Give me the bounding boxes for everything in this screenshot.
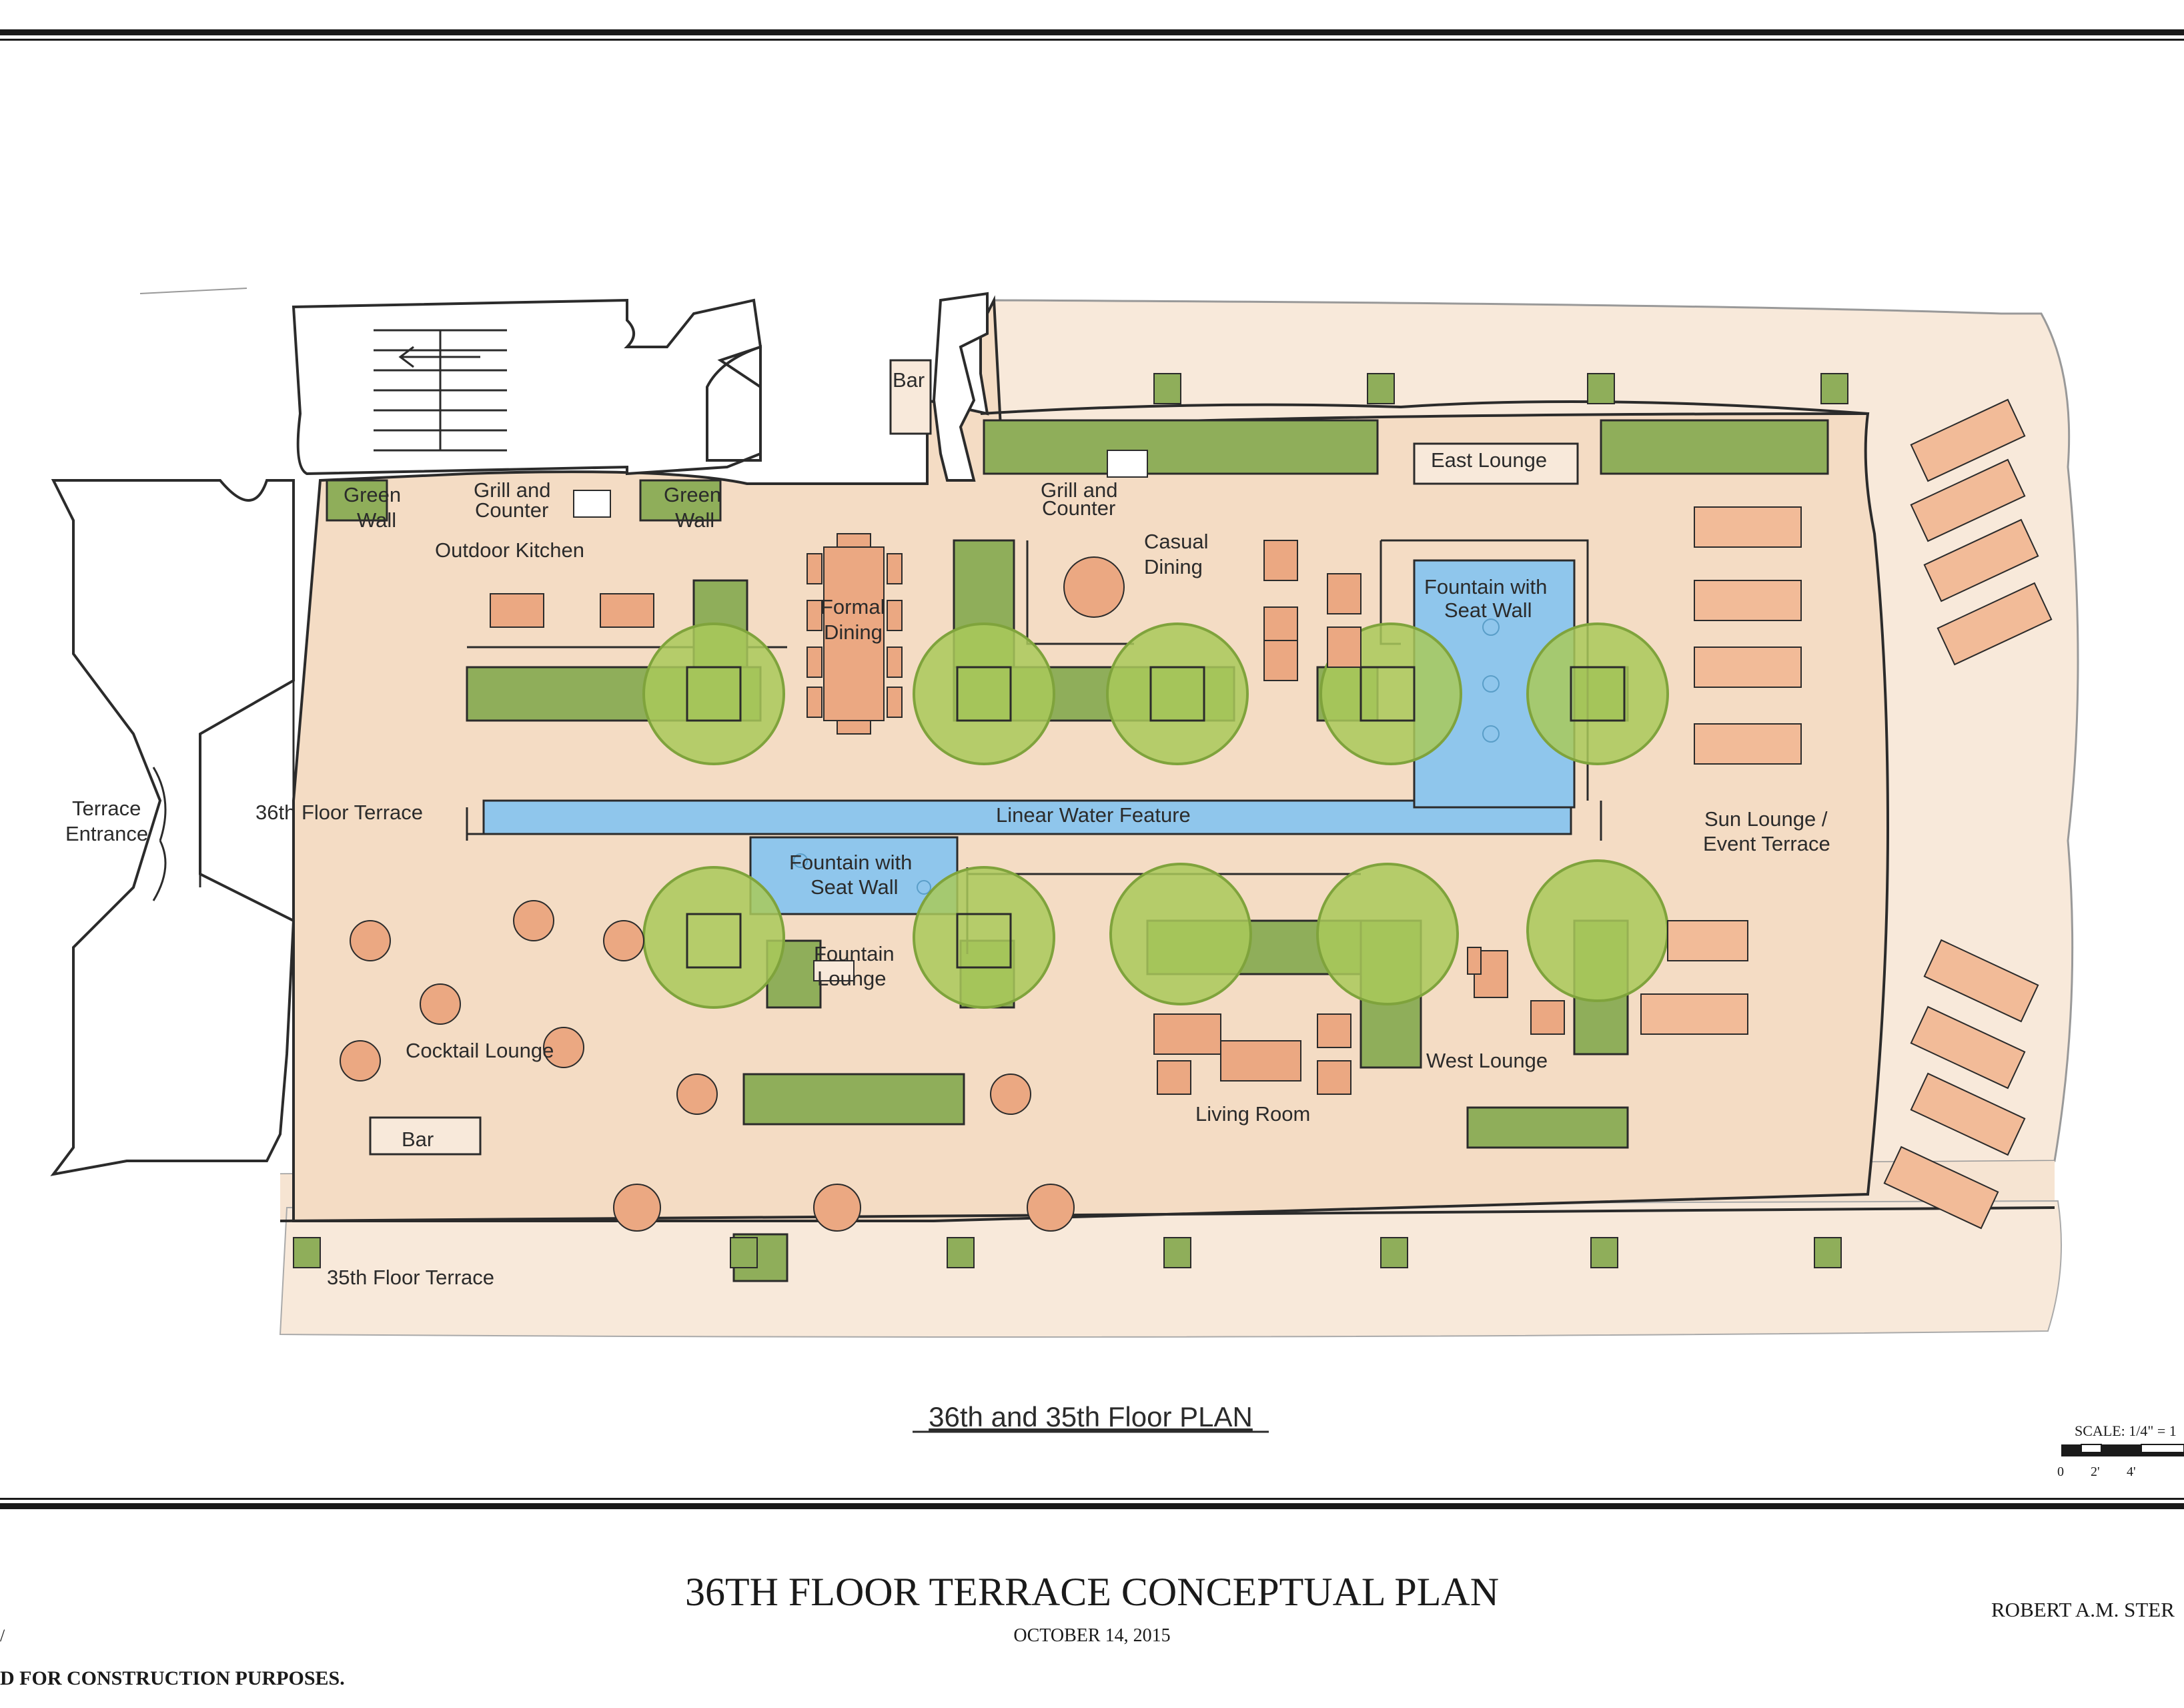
bar-counter-bottom — [369, 1116, 482, 1156]
scale-bar: SCALE: 1/4" = 1 0 2' 4' — [2057, 1422, 2184, 1479]
plan-title: 36th and 35th Floor PLAN — [929, 1401, 1253, 1432]
label-fountain-lounge-b: Lounge — [817, 967, 886, 990]
entrance-doors — [152, 767, 201, 901]
label-formal-dining-b: Dining — [824, 620, 883, 644]
label-terrace-entrance-a: Terrace — [72, 797, 141, 820]
label-grill-counter-1b: Counter — [475, 498, 548, 522]
label-fountain-lounge-a: Fountain — [814, 942, 895, 965]
boxwood-planters — [293, 373, 1848, 1268]
label-casual-dining-a: Casual — [1144, 530, 1209, 553]
label-35th-floor-terrace: 35th Floor Terrace — [327, 1266, 494, 1289]
label-formal-dining-a: Formal — [821, 595, 885, 618]
label-36th-floor-terrace: 36th Floor Terrace — [255, 801, 423, 824]
label-west-lounge: West Lounge — [1426, 1049, 1548, 1072]
loungers — [1640, 398, 2053, 1230]
label-green-wall-1a: Green — [344, 483, 401, 506]
label-outdoor-kitchen: Outdoor Kitchen — [435, 538, 584, 562]
firm-name: ROBERT A.M. STER — [1991, 1598, 2175, 1621]
label-terrace-entrance-b: Entrance — [65, 822, 148, 845]
label-sun-lounge-b: Event Terrace — [1703, 832, 1830, 855]
label-fountain-seat-wall-1a: Fountain with — [1424, 575, 1547, 598]
label-fountain-seat-wall-2a: Fountain with — [789, 851, 912, 874]
top-bar-counter — [889, 359, 932, 435]
label-green-wall-1b: Wall — [357, 508, 396, 532]
label-linear-water-feature: Linear Water Feature — [996, 803, 1191, 827]
label-casual-dining-b: Dining — [1144, 555, 1203, 578]
label-living-room: Living Room — [1195, 1102, 1310, 1126]
disclaimer: D FOR CONSTRUCTION PURPOSES. — [0, 1667, 345, 1689]
label-grill-counter-2a: Grill and — [1041, 478, 1117, 502]
label-fountain-seat-wall-1b: Seat Wall — [1444, 598, 1532, 622]
label-green-wall-2b: Wall — [675, 508, 714, 532]
sheet-title: 36TH FLOOR TERRACE CONCEPTUAL PLAN — [685, 1570, 1499, 1614]
scale-tick-2: 2' — [2091, 1464, 2100, 1479]
left-mark: / — [0, 1626, 5, 1645]
top-border — [0, 29, 2184, 41]
scale-tick-0: 0 — [2057, 1464, 2064, 1479]
label-grill-counter-1a: Grill and — [474, 478, 550, 502]
label-bar-top: Bar — [893, 368, 925, 392]
bottom-border — [0, 1498, 2184, 1509]
label-east-lounge: East Lounge — [1431, 448, 1547, 472]
label-sun-lounge-a: Sun Lounge / — [1704, 807, 1828, 831]
stair — [374, 329, 507, 452]
label-grill-counter-2b: Counter — [1042, 496, 1115, 520]
scale-tick-4: 4' — [2127, 1464, 2136, 1479]
sheet-date: OCTOBER 14, 2015 — [1013, 1625, 1170, 1646]
green-walls — [326, 419, 1829, 522]
scale-label: SCALE: 1/4" = 1 — [2075, 1422, 2177, 1439]
label-green-wall-2a: Green — [664, 483, 721, 506]
label-cocktail-lounge: Cocktail Lounge — [406, 1039, 554, 1062]
label-fountain-seat-wall-2b: Seat Wall — [810, 875, 899, 899]
furniture — [340, 533, 1565, 1232]
label-bar-bottom: Bar — [402, 1128, 434, 1151]
